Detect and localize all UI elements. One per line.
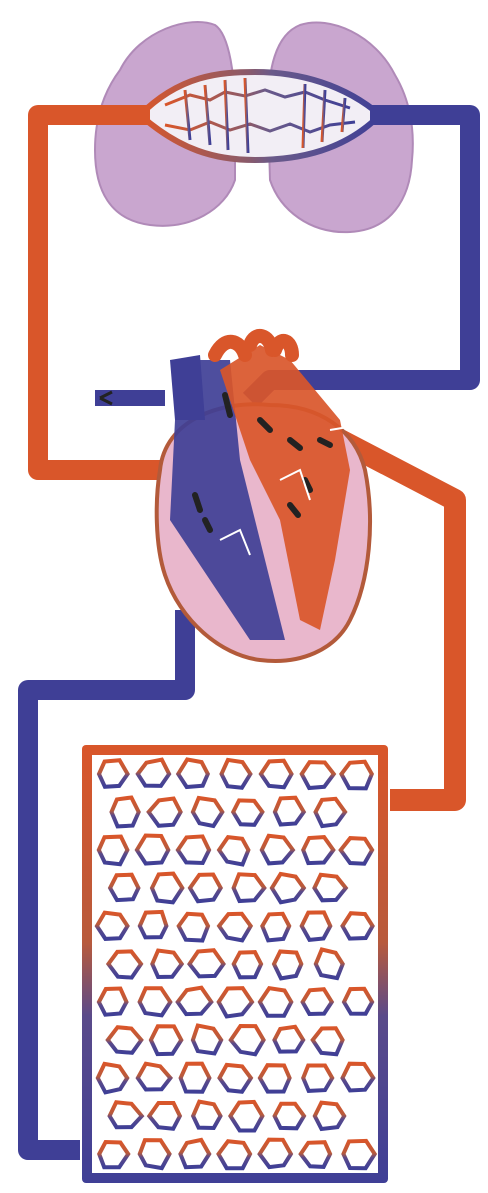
capillary-cell [275,798,304,825]
capillary-cell [343,1141,374,1168]
capillary-cell [140,912,167,938]
capillary-cell [303,989,332,1014]
capillary-cell [261,761,292,788]
capillary-cell [219,1141,251,1168]
capillary-cell [112,798,139,827]
capillary-cell [99,1142,128,1167]
capillary-cell [178,760,208,788]
capillary-cell [99,837,128,865]
capillary-cell [98,1064,127,1093]
capillary-cell [99,989,127,1015]
capillary-cell [344,989,372,1014]
capillary-cell [152,951,181,978]
capillary-cell [341,838,372,864]
capillary-cell [313,1028,343,1054]
capillary-cell [275,1104,304,1129]
capillary-cell [341,762,371,789]
capillary-cell [233,800,262,824]
capillary-cell [179,914,208,941]
capillary-cell [220,1065,251,1092]
capillary-cell [315,1103,344,1129]
capillary-cell [234,952,261,977]
capillary-cell [151,1026,181,1054]
capillary-cell [110,875,138,900]
capillary-cell [180,1140,209,1167]
capillary-cell [230,1102,262,1131]
capillary-cell [193,1102,220,1128]
capillary-cell [97,913,128,939]
superior-vena-cava [170,355,205,420]
capillary-cell [152,874,182,903]
systemic-capillaries [82,745,388,1183]
capillary-cell [343,1064,374,1091]
capillary-cell [302,912,331,940]
capillary-cell [262,914,289,941]
capillary-cell [190,875,221,902]
capillary-cell [274,1027,303,1052]
capillary-cell [274,952,301,979]
capillary-cell [260,988,291,1016]
capillary-cell [190,950,224,976]
capillary-cell [140,988,171,1015]
capillary-cell [137,836,168,864]
capillary-cell [140,1140,170,1168]
capillary-cell [260,1140,291,1168]
capillary-cell [222,760,251,788]
capillary-cell [193,798,222,826]
capillary-cell [181,1064,210,1092]
capillary-cell [260,1065,290,1091]
capillary-cell [343,913,373,938]
capillary-cell [303,837,333,863]
capillary-cell [303,1066,332,1091]
capillary-cell [108,951,141,977]
capillary-cell [99,760,128,787]
capillary-cell [178,836,209,863]
